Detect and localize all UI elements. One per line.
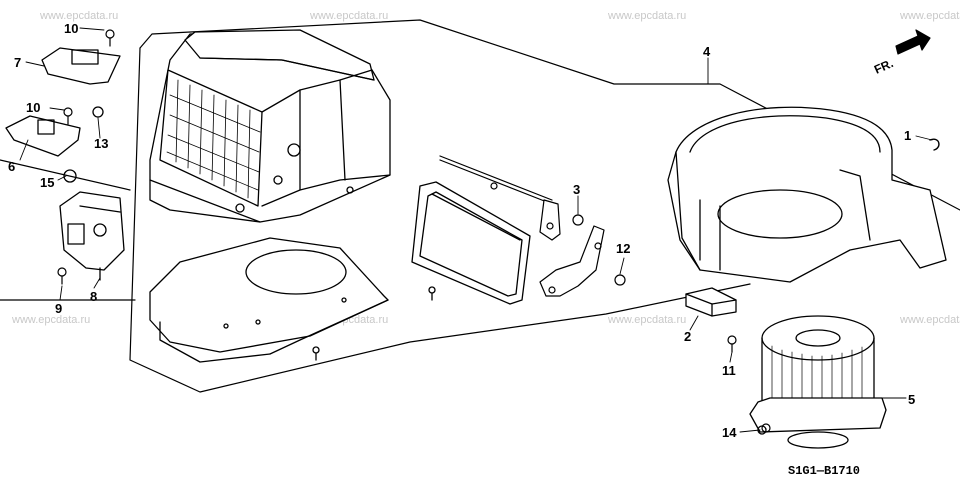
watermark-top-far-right: www.epcdata.ru xyxy=(900,10,960,22)
resistor xyxy=(5,47,121,183)
blower-case xyxy=(667,106,947,283)
callout-15: 15 xyxy=(40,175,55,190)
callout-2: 2 xyxy=(684,329,692,344)
front-direction-arrow xyxy=(895,29,931,55)
watermark-top-left: www.epcdata.ru xyxy=(40,10,119,22)
callout-12: 14 xyxy=(722,425,737,440)
callout-1: 1 xyxy=(904,128,912,143)
recirculation-door xyxy=(411,181,531,305)
callout-8: 8 xyxy=(90,289,98,304)
callout-5: 5 xyxy=(908,392,916,407)
callout-7: 7 xyxy=(14,55,22,70)
door-shaft xyxy=(439,155,553,205)
callout-10-top: 10 xyxy=(64,21,79,36)
link-arm xyxy=(539,199,584,241)
housing-lower-cover xyxy=(149,237,389,363)
control-unit xyxy=(685,287,737,317)
callout-11: 11 xyxy=(722,363,736,378)
watermark-mid-left: www.epcdata.ru xyxy=(12,314,91,326)
watermark-top-center: www.epcdata.ru xyxy=(310,10,389,22)
watermark-mid-far-right: www.epcdata.ru xyxy=(900,314,960,326)
callout-10-mid: 10 xyxy=(26,100,41,115)
diagram-code: S1G1—B1710 xyxy=(788,464,861,478)
assembly-boundary-line xyxy=(0,19,960,393)
leader-lines xyxy=(19,27,933,433)
watermark-top-right: www.epcdata.ru xyxy=(608,10,687,22)
callout-3: 3 xyxy=(573,182,581,197)
callout-9: 9 xyxy=(55,301,63,316)
lever xyxy=(539,225,626,297)
callout-6: 6 xyxy=(8,159,16,174)
screw xyxy=(57,29,771,433)
recirc-motor xyxy=(59,191,125,281)
blower-housing-upper xyxy=(149,29,391,223)
callout-14: 13 xyxy=(94,136,109,151)
callout-4: 4 xyxy=(703,44,711,59)
blower-motor-assembly xyxy=(749,315,887,449)
watermark-mid-right: www.epcdata.ru xyxy=(608,314,687,326)
callout-13: 12 xyxy=(616,241,631,256)
